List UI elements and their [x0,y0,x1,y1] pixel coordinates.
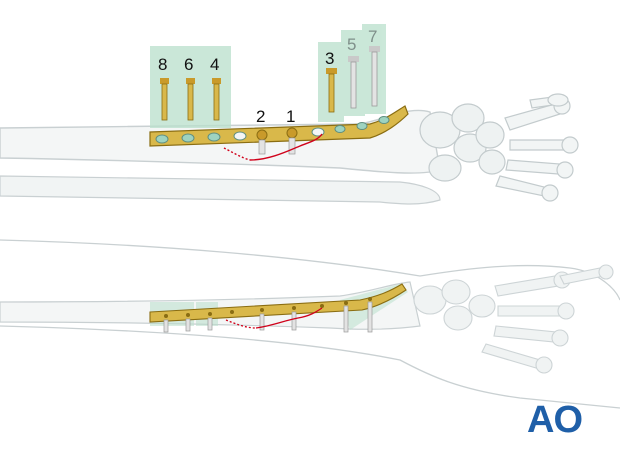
screw-2-inserted [256,129,268,155]
plate-holes-bottom [164,297,372,318]
label-screw-4: 4 [210,55,219,74]
screw-4 [212,78,221,121]
screw-3 [326,68,337,113]
screw-6 [186,78,195,121]
screw-5 [348,56,359,109]
label-screw-2: 2 [256,107,265,126]
top-ulna-bone [0,175,441,205]
top-hand-bones [495,93,579,202]
plate-holes-top [155,116,390,144]
bottom-view [0,239,620,409]
screw-shafts-bottom [163,301,373,333]
screw-8 [160,78,169,121]
screws-proximal-top [160,78,221,121]
label-screw-1: 1 [286,107,295,126]
label-screw-3: 3 [325,49,334,68]
label-screw-6: 6 [184,55,193,74]
fracture-line-bottom [255,307,323,329]
bottom-forearm-outline-lower [0,325,620,409]
fracture-line-bottom-hidden [225,319,257,329]
screw-7 [369,46,380,107]
top-carpals [419,103,506,182]
fracture-line-top [249,133,323,161]
bottom-hand-bones [413,264,614,374]
ao-logo-icon: AO [527,399,583,441]
top-view: 8 6 4 2 1 3 5 7 [0,24,579,205]
ao-logo-text: AO [527,399,582,441]
screw-1-inserted [286,127,298,155]
label-screw-5: 5 [347,35,356,54]
label-screw-8: 8 [158,55,167,74]
label-screw-7: 7 [368,27,377,46]
screws-distal-top [326,46,380,113]
